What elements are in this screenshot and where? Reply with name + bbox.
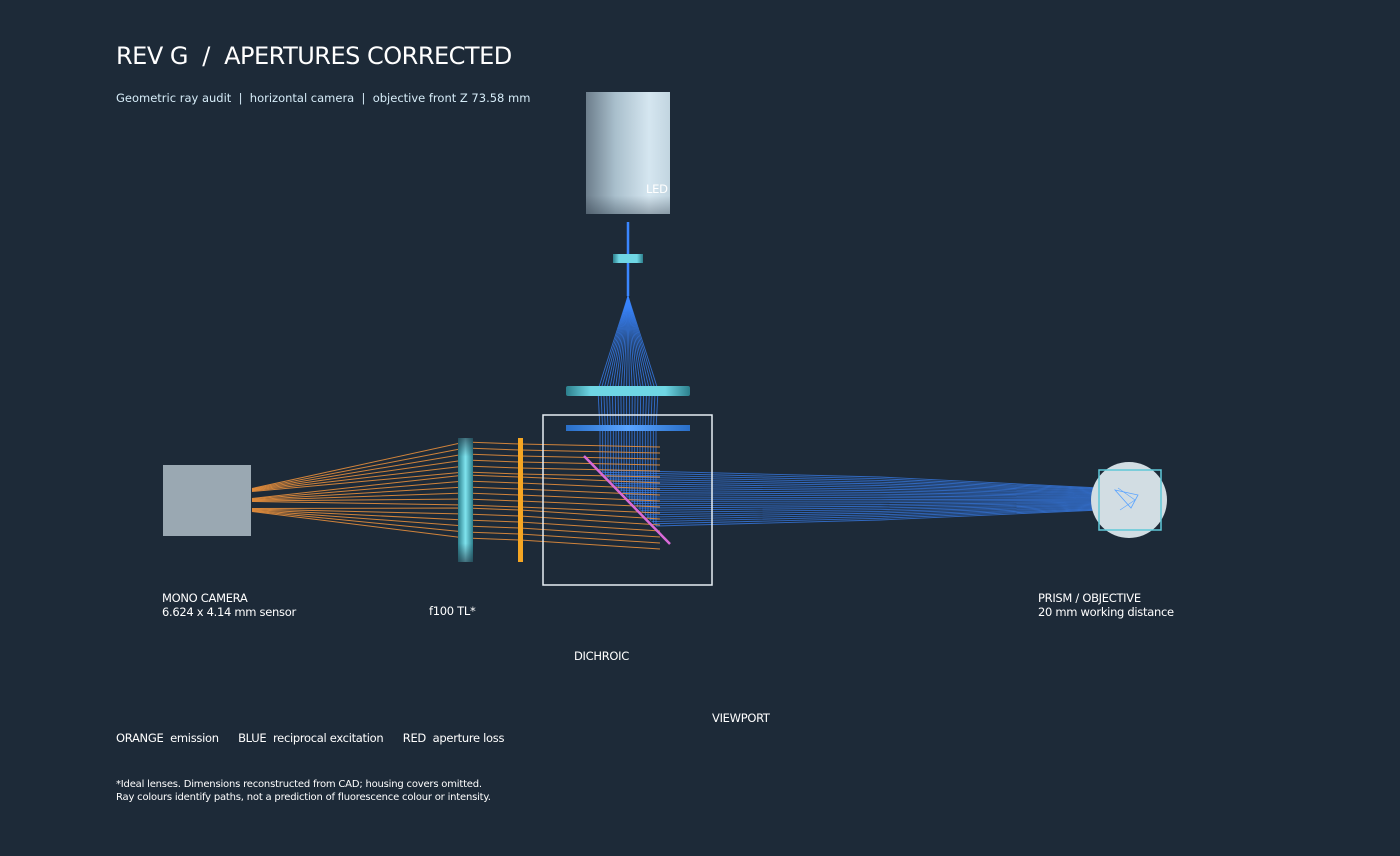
ray-legend: ORANGE emission BLUE reciprocal excitati… bbox=[116, 731, 520, 745]
excitation-ray bbox=[597, 295, 629, 470]
excitation-ray bbox=[611, 295, 629, 484]
condenser-element bbox=[613, 254, 643, 263]
excitation-ray bbox=[623, 295, 629, 494]
legend-red: RED aperture loss bbox=[402, 731, 505, 745]
emission-ray bbox=[251, 507, 661, 520]
led-source-icon bbox=[586, 92, 670, 214]
emission-ray bbox=[251, 511, 661, 550]
excitation-ray bbox=[627, 295, 639, 508]
footnote-line-1: *Ideal lenses. Dimensions reconstructed … bbox=[116, 779, 482, 790]
objective-detail: 20 mm working distance bbox=[1038, 605, 1174, 619]
emission-ray bbox=[251, 447, 661, 490]
emission-ray bbox=[251, 508, 661, 526]
excitation-ray bbox=[627, 295, 650, 518]
excitation-ray bbox=[627, 295, 642, 510]
page-title: REV G / APERTURES CORRECTED bbox=[116, 42, 512, 70]
dichroic-label: DICHROIC bbox=[574, 649, 629, 663]
emission-ray bbox=[251, 509, 661, 538]
excitation-filter bbox=[566, 425, 690, 431]
camera-sensor-icon bbox=[163, 465, 251, 536]
dichroic-cube-outline bbox=[542, 414, 713, 586]
page-subtitle: Geometric ray audit | horizontal camera … bbox=[116, 91, 531, 105]
emission-ray bbox=[251, 509, 661, 532]
excitation-ray bbox=[606, 295, 629, 478]
collector-lens bbox=[566, 386, 690, 396]
emission-ray bbox=[251, 492, 661, 502]
legend-orange: ORANGE emission bbox=[116, 731, 219, 745]
camera-label: MONO CAMERA 6.624 x 4.14 mm sensor bbox=[162, 591, 296, 619]
emission-ray bbox=[251, 501, 661, 514]
excitation-ray bbox=[617, 295, 629, 489]
emission-ray bbox=[251, 465, 661, 492]
footnote: *Ideal lenses. Dimensions reconstructed … bbox=[116, 778, 491, 804]
footnote-line-2: Ray colours identify paths, not a predic… bbox=[116, 792, 491, 803]
emission-filter bbox=[518, 438, 523, 562]
excitation-ray bbox=[626, 295, 629, 497]
emission-ray-bundle bbox=[251, 441, 661, 550]
tube-lens-label: f100 TL* bbox=[429, 604, 476, 618]
objective-lens-icon bbox=[1091, 462, 1167, 538]
emission-ray bbox=[251, 453, 661, 491]
emission-ray bbox=[251, 474, 661, 499]
emission-ray bbox=[251, 510, 661, 544]
excitation-ray-bundle bbox=[597, 295, 1131, 527]
legend-blue: BLUE reciprocal excitation bbox=[238, 731, 384, 745]
excitation-ray bbox=[627, 295, 633, 502]
camera-detail: 6.624 x 4.14 mm sensor bbox=[162, 605, 296, 619]
emission-ray bbox=[251, 498, 661, 508]
emission-ray bbox=[251, 480, 661, 500]
emission-ray bbox=[251, 486, 661, 501]
emission-ray bbox=[251, 441, 661, 489]
excitation-ray bbox=[627, 295, 636, 505]
objective-name: PRISM / OBJECTIVE bbox=[1038, 591, 1141, 605]
dichroic-mirror bbox=[583, 455, 671, 545]
excitation-ray bbox=[608, 295, 629, 481]
objective-label: PRISM / OBJECTIVE 20 mm working distance bbox=[1038, 591, 1174, 619]
emission-ray bbox=[251, 471, 661, 492]
excitation-ray bbox=[603, 295, 629, 476]
tube-lens bbox=[458, 438, 473, 562]
excitation-ray bbox=[627, 295, 648, 516]
viewport-label: VIEWPORT bbox=[712, 711, 770, 725]
camera-name: MONO CAMERA bbox=[162, 591, 248, 605]
led-label: LED bbox=[646, 182, 668, 196]
excitation-ray bbox=[620, 295, 629, 492]
